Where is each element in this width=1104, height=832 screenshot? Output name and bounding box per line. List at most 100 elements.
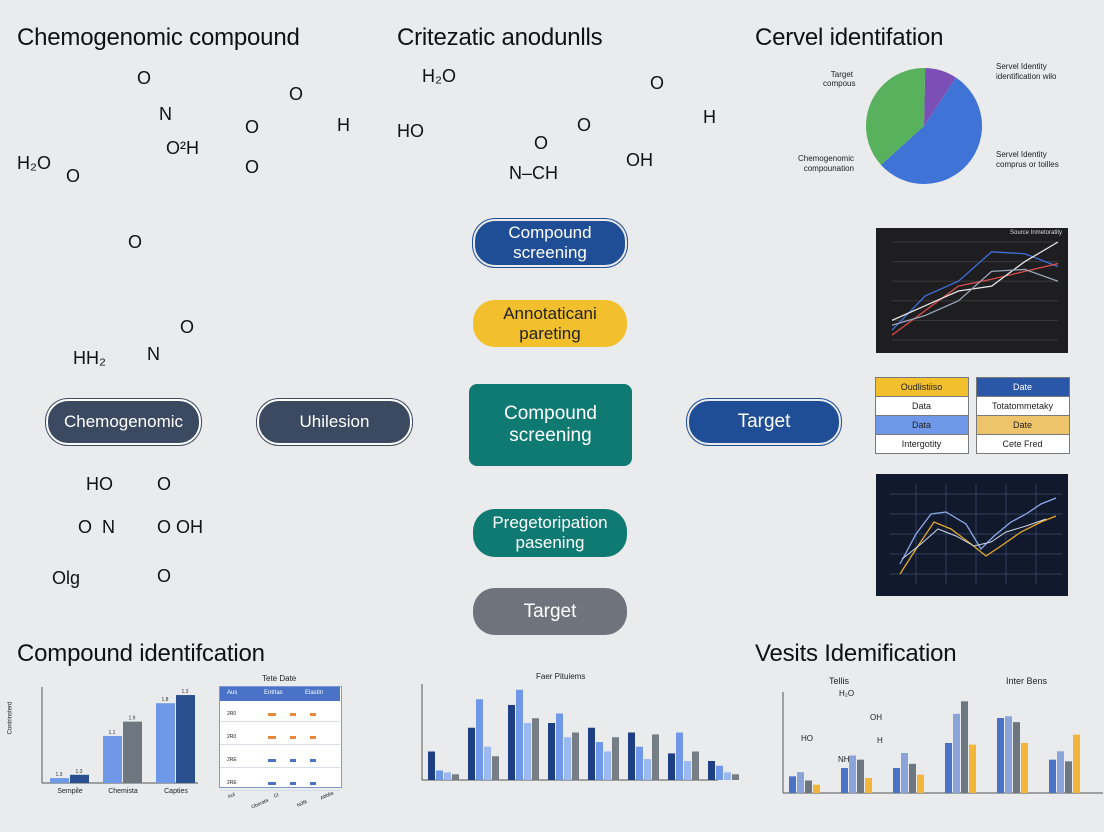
tellis-title: Tellis <box>829 676 850 686</box>
atom-o: O <box>289 84 304 104</box>
bar-chart-center-title: Faer Pituiems <box>536 672 586 681</box>
bar <box>596 742 603 780</box>
bar <box>644 759 651 780</box>
table-cell-marker <box>310 713 316 716</box>
pie-chart <box>866 68 982 184</box>
heading-vesits-identification: Vesits Idemification <box>755 640 957 667</box>
bar <box>901 753 908 793</box>
bar <box>508 704 515 780</box>
table-row-divider <box>220 721 340 722</box>
bar <box>123 721 142 783</box>
atom-ho: HO <box>801 734 813 743</box>
atom-n: N <box>147 344 160 364</box>
bar <box>692 751 699 780</box>
bar <box>805 780 812 793</box>
atom-n: N <box>159 104 172 124</box>
bar <box>428 751 435 780</box>
bar-value-label: 1.1 <box>109 730 116 736</box>
bar <box>849 755 856 793</box>
small-table-title: Tete Date <box>262 674 297 683</box>
bar <box>1073 734 1080 793</box>
uhilesion-node[interactable]: Uhilesion <box>257 399 412 445</box>
table-cell-marker <box>268 759 276 762</box>
bar <box>797 772 804 793</box>
table-cell: Cete Fred <box>975 433 1070 454</box>
bar-value-label: 1.9 <box>129 716 136 722</box>
bar <box>476 699 483 780</box>
annotation-parsing-node[interactable]: Annotaticani pareting <box>473 300 627 347</box>
pie-slice-purple <box>924 68 957 126</box>
small-table-header-2: Entrlas <box>264 690 283 696</box>
atom-ho: HO <box>397 121 424 141</box>
bar <box>70 774 89 783</box>
atom-olg: Olg <box>52 568 81 588</box>
table-cell-marker <box>290 782 296 785</box>
table-row-divider <box>220 790 340 791</box>
bar <box>857 759 864 793</box>
bar <box>732 774 739 780</box>
table-x-label: Cl <box>272 792 280 800</box>
atom-o: O <box>157 474 172 494</box>
target-node-right[interactable]: Target <box>687 399 841 445</box>
bar <box>652 734 659 780</box>
atom-nh2: NH₂ <box>838 755 853 764</box>
atom-o: O <box>137 68 152 88</box>
pie-slice-blue <box>880 77 982 184</box>
pie-label-purple: Servel Identity identification wilo <box>996 62 1057 81</box>
bar-chart-right-title: Inter Bens <box>1006 676 1048 686</box>
table-cell-marker <box>310 782 316 785</box>
table-row-label: 2RE <box>227 757 237 763</box>
table-x-label: Oberata <box>250 797 270 811</box>
atom-h2o: H₂O <box>422 66 456 86</box>
atom-hh2: HH₂ <box>73 348 106 368</box>
table-cell: Totatommetaky <box>975 395 1070 416</box>
atom-h: H <box>337 115 350 135</box>
atom-o: O <box>157 566 172 586</box>
bar <box>1005 716 1012 793</box>
line-series-4 <box>891 268 1059 326</box>
bar <box>945 743 952 793</box>
heading-chemogenomic-compound: Chemogenomic compound <box>17 24 300 51</box>
bar <box>724 772 731 780</box>
bar <box>953 713 960 793</box>
bar <box>612 737 619 780</box>
table-x-label: Abblia <box>319 790 335 802</box>
atom-o: O <box>534 133 549 153</box>
atom-o: O <box>245 117 260 137</box>
pie-label-target: Target compous <box>823 70 856 88</box>
bar <box>548 723 555 780</box>
table-cell-marker <box>290 713 296 716</box>
bar <box>961 701 968 793</box>
table-x-label: Aul <box>227 791 237 801</box>
bar <box>917 774 924 793</box>
table-row-divider <box>220 767 340 768</box>
pregetoripation-node[interactable]: Pregetoripation pasening <box>473 509 627 557</box>
category-label: Chemista <box>108 788 138 795</box>
atom-o: O <box>66 166 81 186</box>
table-row-label: 2R0 <box>227 734 237 740</box>
bar <box>1065 761 1072 793</box>
table-cell: Data <box>874 414 969 435</box>
atom-h2o: H₂O <box>839 689 855 698</box>
atom-ho: HO <box>86 474 113 494</box>
bar-chart-ylabel: Contrinsterd <box>7 701 14 735</box>
bar <box>50 778 69 783</box>
bar <box>524 723 531 780</box>
compound-screening-node-center[interactable]: Compound screening <box>469 384 632 466</box>
target-node-bottom[interactable]: Target <box>473 588 627 635</box>
table-cell-marker <box>310 736 316 739</box>
bar <box>997 718 1004 793</box>
line-series-2 <box>891 262 1059 336</box>
bar <box>1049 759 1056 793</box>
small-table <box>219 686 342 788</box>
chemogenomic-node[interactable]: Chemogenomic <box>46 399 201 445</box>
line-chart-panel-top <box>876 228 1068 353</box>
bar <box>516 689 523 780</box>
bar-value-label: 1.3 <box>76 769 83 775</box>
line-series-1 <box>891 251 1059 331</box>
bar <box>484 746 491 780</box>
bar <box>628 732 635 780</box>
table-cell: Data <box>874 395 969 416</box>
compound-screening-node-top[interactable]: Compound screening <box>473 219 627 267</box>
